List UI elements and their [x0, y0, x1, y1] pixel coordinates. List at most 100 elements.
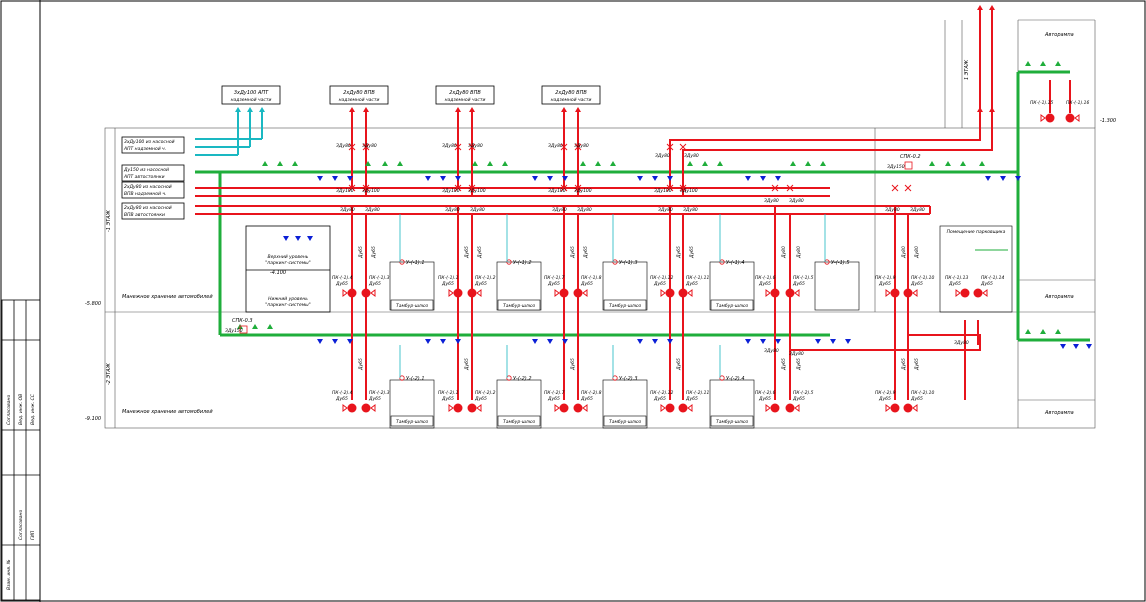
hydrant-icon [960, 288, 970, 298]
sptk-label: СПК-0.2 [900, 154, 921, 160]
hydrant-label: ПК-(-1).10 [911, 275, 934, 281]
valve-icon [904, 184, 912, 192]
arrow-up-icon [580, 161, 586, 166]
sptk-icon [239, 325, 248, 334]
valve-label: ЗДу100 [442, 188, 460, 194]
arrow-down-icon [637, 176, 643, 181]
arrow-up-icon [292, 161, 298, 166]
hydrant-label: ПК-(-1).15 [1030, 100, 1053, 106]
nozzle-icon [687, 404, 693, 412]
hydrant-icon [453, 403, 463, 413]
left-box [121, 136, 185, 154]
hydrant-label: ПК-(-2).2 [475, 390, 496, 396]
diameter-label: Ду65 [792, 281, 805, 287]
arrow-down-icon [425, 176, 431, 181]
arrow-down-icon [815, 339, 821, 344]
hydrant-label: ПК-(-1).16 [1066, 100, 1089, 106]
node-icon [506, 375, 512, 381]
top-box-subtitle: надземной части [551, 97, 592, 103]
arrow-up-icon [929, 161, 935, 166]
nozzle-icon [582, 289, 588, 297]
arrow-down-icon [532, 339, 538, 344]
arrow-down-icon [347, 339, 353, 344]
zone-label: Авторампа [1044, 32, 1074, 38]
zone-label: Манежное хранение автомобилей [122, 409, 213, 415]
node-label: У-(-2).3 [619, 376, 638, 382]
arrow-up-icon [1025, 61, 1031, 66]
valve-label: ЗДу80 [954, 340, 969, 346]
hydrant-label: ПК-(-2).1 [438, 390, 459, 396]
hydrant-icon [903, 288, 913, 298]
hydrant-icon [903, 403, 913, 413]
hydrant-icon [573, 403, 583, 413]
valve-label: ЗДу80 [684, 153, 699, 159]
arrow-down-icon [455, 176, 461, 181]
top-box-title: 2хДу80 ВПВ [343, 90, 375, 96]
riser-diameter: Ду65 [676, 358, 682, 371]
level-mark: -1.300 [1100, 118, 1116, 124]
valve-icon [560, 143, 568, 151]
arrow-down-icon [745, 176, 751, 181]
arrow-down-icon [562, 176, 568, 181]
hydrant-icon [361, 403, 371, 413]
vestibule-label: Тамбур-шлюз [503, 419, 536, 425]
valve-label: ЗДу150 [225, 328, 243, 334]
nozzle-icon [554, 404, 560, 412]
valve-icon [348, 184, 356, 192]
hydrant-label: ПК-(-1).8 [581, 275, 602, 281]
stamp-text: ГИП [30, 530, 36, 540]
zone-label: Авторампа [1044, 294, 1074, 300]
vpv-riser-floor1 [669, 10, 981, 188]
arrow-down-icon [667, 176, 673, 181]
riser-diameter: Ду65 [914, 358, 920, 371]
left-box [121, 202, 185, 220]
hydrant-icon [467, 403, 477, 413]
diameter-label: Ду65 [547, 396, 560, 402]
node-icon [612, 375, 618, 381]
vestibule-label-box [710, 415, 754, 427]
diameter-label: Ду65 [474, 281, 487, 287]
diameter-label: Ду65 [685, 281, 698, 287]
diameter-label: Ду65 [368, 396, 381, 402]
left-box-line2: ВПВ надземной ч. [124, 191, 167, 197]
arrow-up-icon [717, 161, 723, 166]
valve-icon [666, 143, 674, 151]
arrow-up-icon [502, 161, 508, 166]
nozzle-icon [982, 289, 988, 297]
valve-label: ЗДу100 [468, 188, 486, 194]
stamp-text: Вед. инж. ОВ [18, 394, 24, 425]
arrow-down-icon [1073, 344, 1079, 349]
node-label: У-(-1).1 [406, 260, 425, 266]
nozzle-icon [660, 404, 666, 412]
valve-label: ЗДу100 [548, 188, 566, 194]
valve-icon [468, 143, 476, 151]
hydrant-icon [890, 403, 900, 413]
hydrant-icon [973, 288, 983, 298]
arrow-down-icon [760, 176, 766, 181]
diameter-label: Ду65 [653, 396, 666, 402]
arrow-down-icon [532, 176, 538, 181]
valve-icon [771, 184, 779, 192]
top-box-subtitle: надземной части [339, 97, 380, 103]
arrow-up-icon [805, 161, 811, 166]
riser-diameter: Ду80 [914, 246, 920, 259]
diameter-label: Ду65 [335, 396, 348, 402]
arrow-down-icon [307, 236, 313, 241]
hydrant-label: ПК-(-2).10 [911, 390, 934, 396]
vestibule-box [496, 379, 542, 429]
arrow-down-icon [830, 339, 836, 344]
valve-label: ЗДу80 [548, 143, 563, 149]
diameter-label: Ду65 [878, 281, 891, 287]
zone-label: Авторампа [1044, 410, 1074, 416]
arrow-up-icon [1040, 329, 1046, 334]
valve-label: ЗДу80 [468, 143, 483, 149]
arrow-up-icon [455, 107, 461, 112]
hydrant-icon [678, 403, 688, 413]
top-box-title: 3хДу100 АПТ [234, 90, 269, 96]
hydrant-label: ПК-(-1).1 [438, 275, 459, 281]
hydrant-label: ПК-(-2).6 [755, 390, 776, 396]
riser-diameter: Ду65 [358, 358, 364, 371]
guard-room-box [939, 225, 1013, 313]
left-box-line2: АПТ автостоянки [123, 174, 165, 180]
